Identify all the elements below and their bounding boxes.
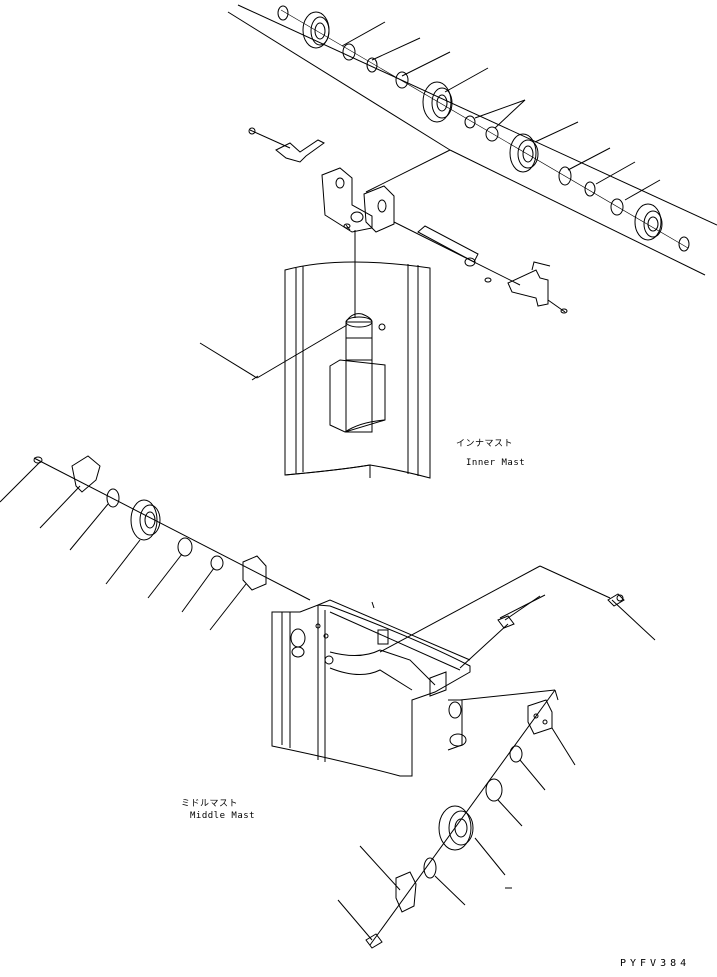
shim [464, 115, 476, 129]
collar [210, 555, 224, 571]
snap-ring [584, 181, 596, 197]
middle-mast [271, 565, 611, 777]
collar [558, 166, 572, 186]
shim [366, 57, 378, 73]
roller-bearing [302, 11, 330, 49]
snap-ring [423, 857, 437, 879]
roller-bearing [509, 133, 539, 173]
bolt [33, 456, 43, 464]
inner-mast [284, 230, 431, 479]
collar [177, 537, 193, 557]
middle-mast-label-jp: ミドルマスト [181, 799, 239, 809]
shim [485, 126, 499, 142]
snap-ring [485, 778, 503, 802]
middle-mast-roller-group [0, 455, 311, 631]
inner-mast-label-en: Inner Mast [466, 458, 526, 468]
snap-ring [678, 236, 690, 252]
collar [610, 198, 624, 216]
inner-mast-label-jp: インナマスト [456, 439, 514, 449]
middle-mast-label-en: Middle Mast [190, 811, 256, 821]
right-hardware-group [337, 593, 656, 949]
collar [342, 43, 356, 61]
roller-bearing [634, 203, 663, 241]
snap-ring [395, 71, 409, 89]
cylinder-bracket-group [199, 127, 568, 381]
roller-bearing [422, 81, 453, 123]
snap-ring [277, 5, 289, 21]
drawing-code: PYFV384 [620, 958, 691, 969]
upper-roller-shaft-group [227, 4, 717, 276]
roller-bearing [130, 499, 161, 541]
collar [509, 745, 523, 763]
snap-ring [106, 488, 120, 508]
